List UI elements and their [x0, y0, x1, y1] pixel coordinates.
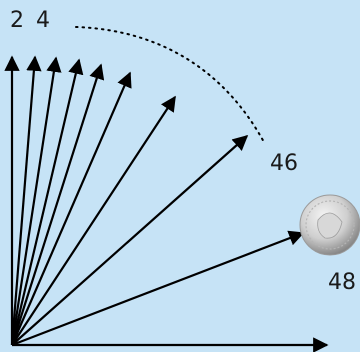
vector-arrow-1	[10, 55, 42, 346]
vector-arrow-8	[11, 230, 305, 347]
vector-arrow-6	[11, 95, 176, 346]
vector-arrow-3	[10, 58, 84, 346]
vector-arrow-7	[11, 134, 249, 346]
vector-arrow-5	[10, 71, 132, 346]
label-4: 4	[36, 8, 50, 33]
label-2: 2	[10, 8, 24, 33]
coin-icon	[299, 194, 360, 256]
label-48: 48	[328, 270, 356, 295]
vector-arrow-4	[10, 63, 105, 346]
vector-arrow-2	[10, 56, 62, 346]
label-46: 46	[270, 151, 298, 176]
dotted-arc	[75, 26, 266, 145]
